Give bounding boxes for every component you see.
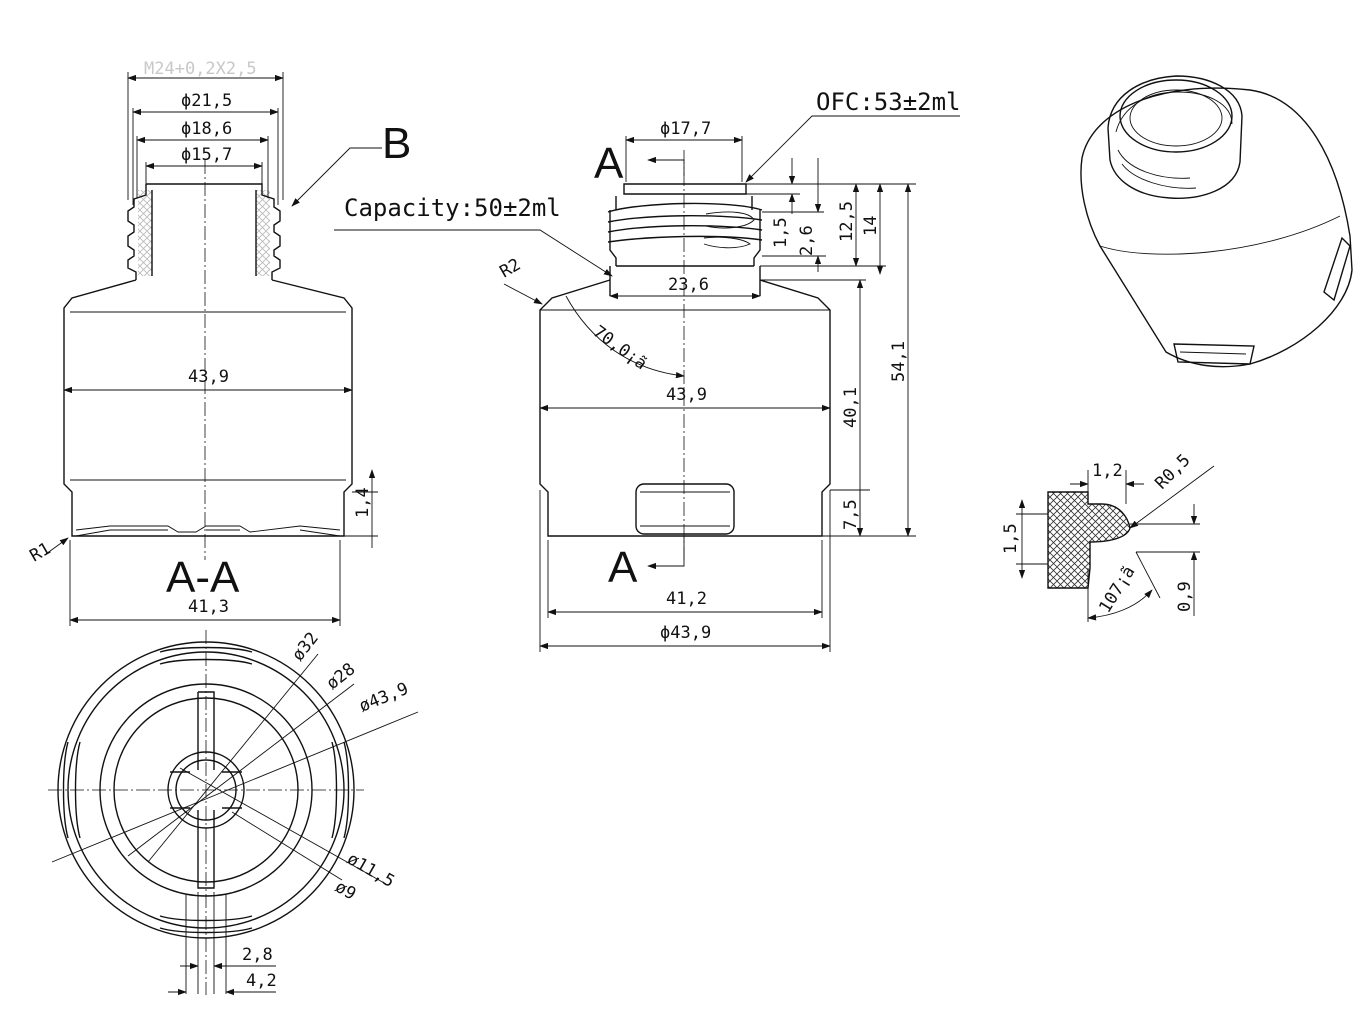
detail-width-label: 1,2 — [1092, 461, 1123, 481]
body-outline — [63, 279, 353, 537]
detail-b: 1,2 R0,5 1,5 0,9 107¡ã — [1001, 450, 1215, 622]
dim-12-5-label: 12,5 — [837, 201, 857, 242]
dim-1-5-label: 1,5 — [771, 217, 791, 248]
dia-inner-label: ϕ15,7 — [181, 145, 232, 165]
base-width-label: 41,3 — [188, 597, 229, 617]
shoulder-radius-label: R2 — [497, 255, 525, 283]
front-overall-dia-label: ϕ43,9 — [660, 623, 711, 643]
dim-40-1-label: 40,1 — [841, 387, 861, 428]
dia-outer-label: ϕ21,5 — [181, 91, 232, 111]
front-view: ϕ17,7 A A Capacity:50±2ml OFC:53±2ml 23,… — [334, 88, 961, 652]
thread-spec-label: M24+0,2X2,5 — [144, 59, 257, 79]
section-view: M24+0,2X2,5 ϕ21,5 ϕ18,6 ϕ15,7 43,9 — [27, 59, 411, 626]
base-step-label: 1,4 — [353, 487, 373, 518]
detail-step-label: 0,9 — [1175, 581, 1195, 612]
slot-4-2-label: 4,2 — [246, 971, 277, 991]
isometric-view — [1080, 75, 1353, 368]
bottom-dia-32-label: ø32 — [288, 629, 323, 666]
bottom-dia-43-9-label: ø43,9 — [356, 679, 411, 717]
dim-54-1-label: 54,1 — [889, 341, 909, 382]
neck-dia-label: ϕ17,7 — [660, 119, 711, 139]
capacity-label: Capacity:50±2ml — [344, 194, 561, 222]
body-width-label: 43,9 — [188, 367, 229, 387]
slot-2-8-label: 2,8 — [242, 945, 273, 965]
section-mark-top: A — [594, 139, 624, 188]
radius-r1-label: R1 — [27, 539, 55, 567]
bottom-dia-9-label: ø9 — [332, 877, 360, 905]
front-base-width-label: 41,2 — [666, 589, 707, 609]
dim-2-6-label: 2,6 — [797, 225, 817, 256]
ofc-label: OFC:53±2ml — [816, 88, 961, 116]
bottom-view: ø32 ø28 ø43,9 ø11,5 ø9 2,8 4,2 — [48, 629, 419, 996]
shoulder-angle-label: 70,0¡ã — [589, 322, 650, 374]
neck-base-label: 23,6 — [668, 275, 709, 295]
detail-b-callout: B — [382, 119, 411, 168]
section-title: A-A — [166, 553, 240, 602]
front-body-width-label: 43,9 — [666, 385, 707, 405]
detail-angle-label: 107¡ã — [1095, 563, 1139, 617]
dia-mid-label: ϕ18,6 — [181, 119, 232, 139]
dim-14-label: 14 — [861, 216, 881, 236]
detail-radius-label: R0,5 — [1151, 450, 1194, 493]
section-mark-bottom: A — [608, 543, 638, 592]
dim-7-5-label: 7,5 — [841, 499, 861, 530]
detail-height-label: 1,5 — [1001, 523, 1021, 554]
bottom-dia-28-label: ø28 — [323, 659, 360, 694]
